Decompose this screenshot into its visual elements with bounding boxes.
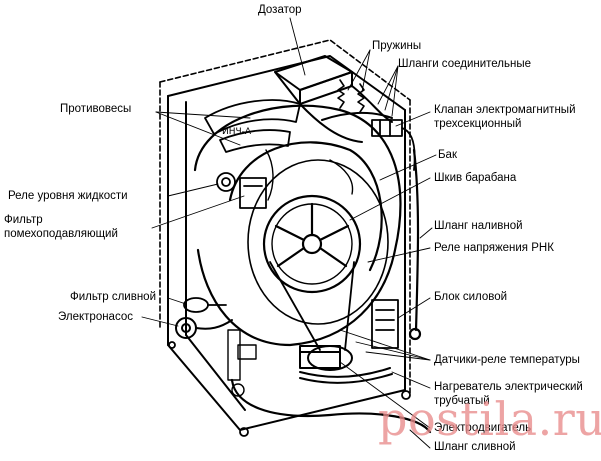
label-pruzhiny: Пружины [372,40,422,52]
drain-filter [183,297,227,313]
label-shlang-sliv: Шланг сливной [434,441,516,453]
label-bak: Бак [438,149,457,161]
label-protivovesy: Противовесы [60,103,132,115]
label-filtr-pomeh-line1: Фильтр [4,214,43,226]
springs [337,79,365,113]
label-klapan-line1: Клапан электромагнитный [434,104,576,116]
watermark-text: postila.ru [378,392,601,446]
power-block [371,299,399,349]
motor [299,345,353,371]
drum-pulley [262,194,362,294]
label-filtr-pomeh-line2: помехоподавляющий [4,228,118,240]
heater [299,367,393,384]
leader-lines [141,17,437,449]
cabinet-frame [159,39,411,396]
tub [193,104,402,347]
level-relay [216,172,236,192]
label-elektronasos: Электронасос [58,311,133,323]
drain-hose [230,378,432,434]
label-rele-urovnya: Реле уровня жидкости [8,190,128,202]
label-nagrevatel-line2: трубчатый [434,395,490,407]
noise-filter [239,177,267,209]
counterweights: ИНЧ-А [204,99,301,153]
internal-details [227,149,354,397]
label-filtr-sliv: Фильтр сливной [70,291,156,303]
label-rele-rnk: Реле напряжения РНК [434,242,554,254]
label-nagrevatel-line1: Нагреватель электрический [434,381,583,393]
pump [175,317,233,339]
label-elektrodvig: Электродвигатель [434,422,532,434]
legs [168,341,411,437]
label-shlangi: Шланги соединительные [398,58,532,70]
drive-belt [269,261,355,351]
label-datchiki: Датчики-реле температуры [434,354,580,366]
label-klapan-line2: трехсекционный [434,118,522,130]
label-dosator: Дозатор [258,4,302,16]
label-shkiv: Шкив барабана [434,172,517,184]
label-shlang-naliv: Шланг наливной [434,220,523,232]
label-blok: Блок силовой [434,291,508,303]
svg-text:ИНЧ-А: ИНЧ-А [222,127,252,137]
fill-hose [408,148,422,341]
